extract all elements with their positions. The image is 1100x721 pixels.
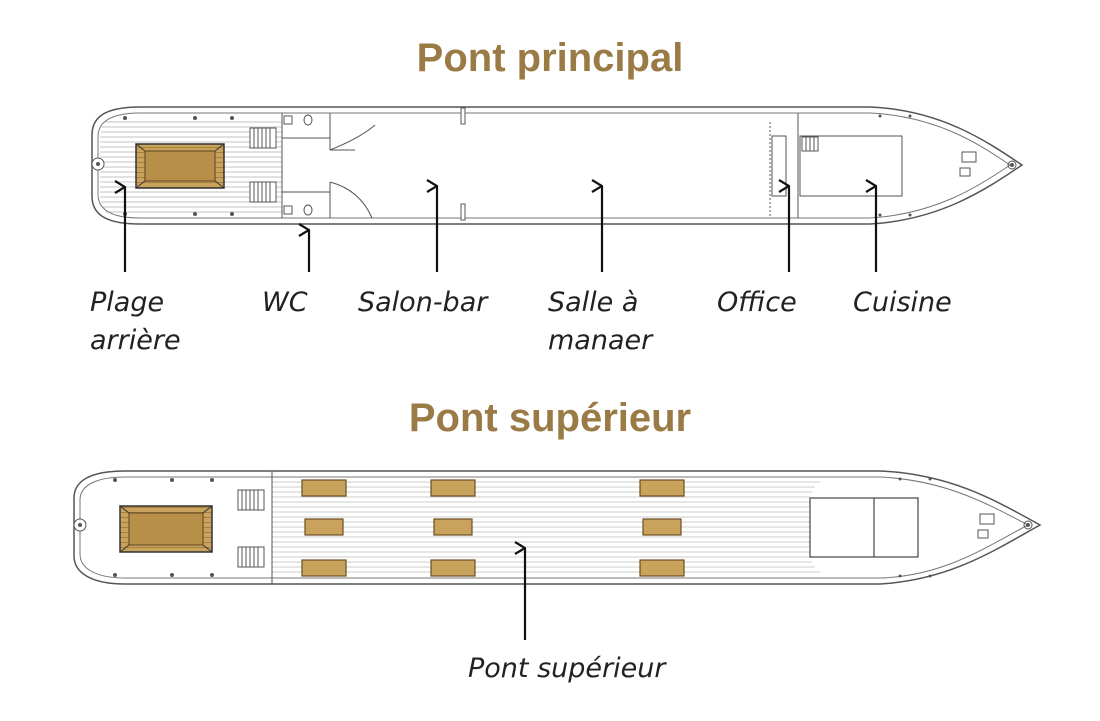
wc-area [281, 113, 376, 219]
upper-bow-details [977, 513, 1033, 539]
label-office: Office [717, 287, 797, 318]
upper-stairs [237, 489, 265, 568]
main-deck-arrows [125, 186, 878, 272]
label-dining-room: Salle à manaer [548, 287, 653, 356]
lounger [639, 479, 685, 497]
sun-loungers [301, 479, 685, 577]
lounger [642, 518, 682, 536]
lounger [430, 559, 476, 577]
upper-deck-planking [272, 481, 820, 573]
label-salon-bar: Salon-bar [358, 287, 488, 318]
galley-area [769, 113, 903, 218]
lounger [301, 479, 347, 497]
main-stairs [249, 127, 277, 203]
lounger [639, 559, 685, 577]
lounger [433, 518, 473, 536]
label-galley: Cuisine [853, 287, 952, 318]
label-wc: WC [262, 287, 308, 318]
main-bow-details [959, 151, 1017, 177]
lounger [430, 479, 476, 497]
label-stern-deck: Plage arrière [90, 287, 181, 356]
upper-stern-hatch [119, 505, 213, 553]
lounger [304, 518, 344, 536]
main-deck-title: Pont principal [416, 36, 684, 80]
lounger [301, 559, 347, 577]
label-upper-deck: Pont supérieur [468, 653, 666, 684]
main-stern-hatch [135, 143, 225, 189]
wheelhouse [809, 497, 919, 558]
upper-deck-plan [73, 470, 1042, 585]
upper-deck-title: Pont supérieur [408, 396, 692, 440]
upper-deck-hull [73, 470, 1042, 585]
